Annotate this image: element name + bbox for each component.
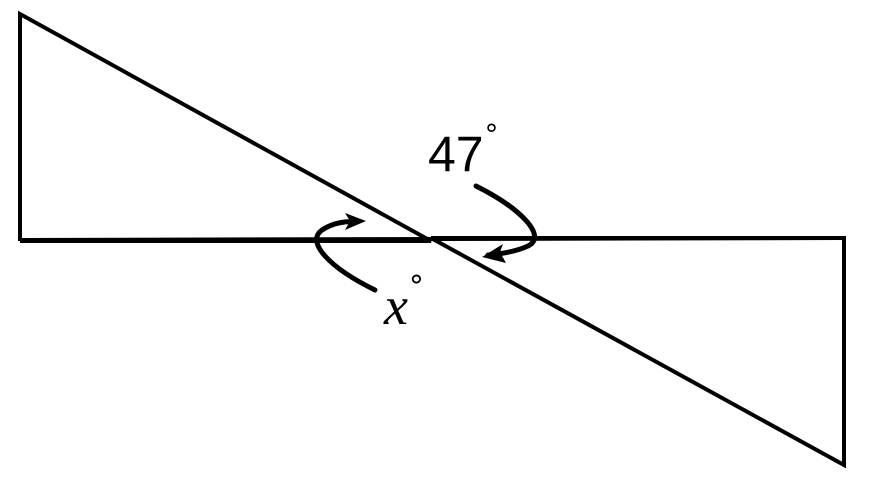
angle-label-x: x°	[384, 269, 424, 337]
arrow-x	[314, 219, 378, 293]
horizontal-line	[19, 236, 845, 242]
angle-value-47: 47	[428, 126, 484, 183]
arrow-47	[473, 183, 537, 258]
arrowhead-x	[345, 213, 366, 230]
degree-symbol: °	[484, 119, 499, 151]
arrowhead-47	[482, 244, 506, 263]
degree-symbol: °	[408, 269, 424, 304]
angle-value-x: x	[384, 276, 408, 337]
angle-label-47: 47°	[428, 119, 499, 183]
right-triangle	[430, 236, 846, 469]
left-triangle	[18, 10, 432, 243]
